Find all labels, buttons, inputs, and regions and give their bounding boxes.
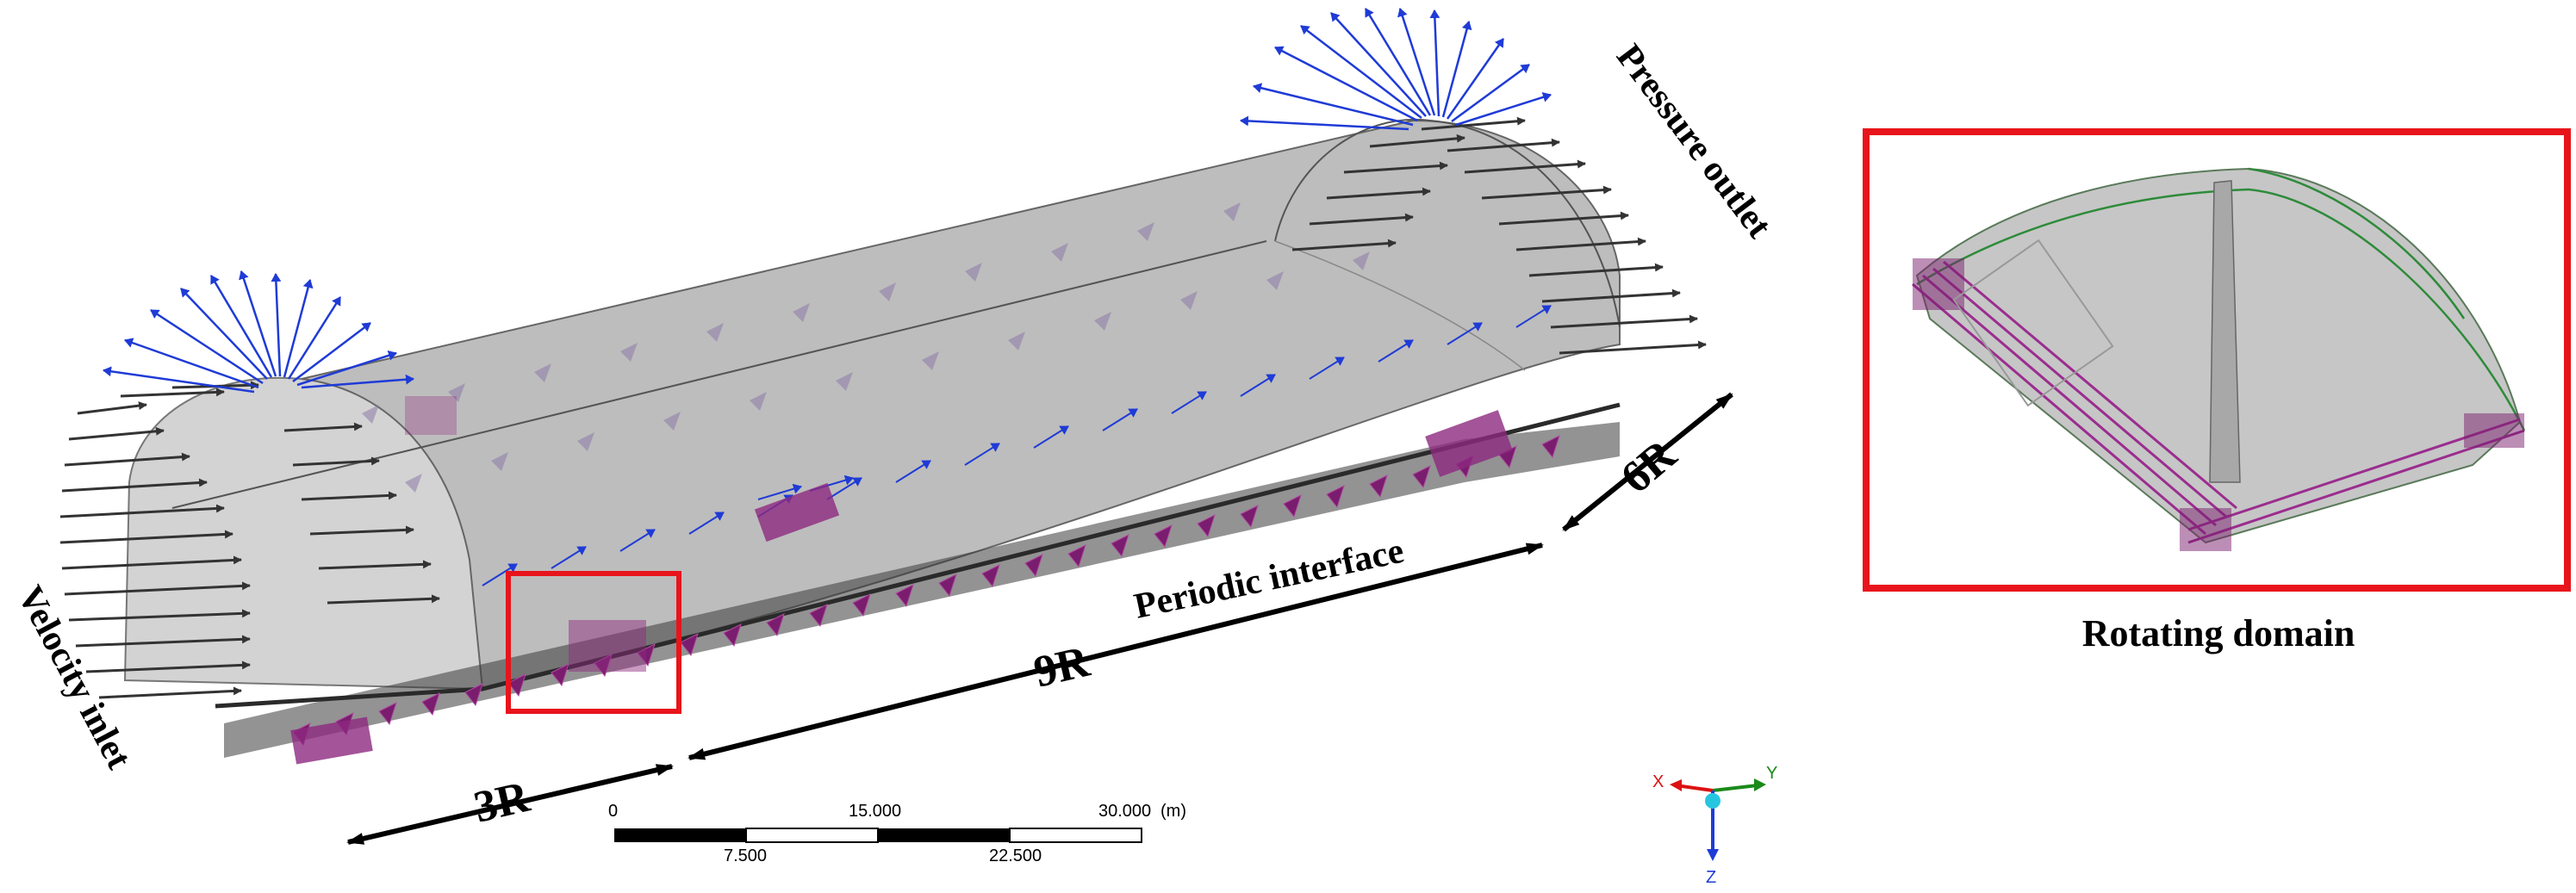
inlet-velocity-arrows	[59, 381, 440, 699]
computational-domain	[123, 118, 1621, 758]
scale-tick-22-5: 22.500	[989, 846, 1042, 865]
seam-periodic-arrows	[482, 305, 1552, 586]
velocity-inlet-label: Velocity inlet	[9, 580, 139, 775]
dimension-3r: 3R	[346, 764, 674, 845]
outlet-face	[1274, 118, 1621, 328]
scale-unit: (m)	[1160, 802, 1186, 821]
scale-tick-0: 0	[608, 802, 618, 821]
triad-y-label: Y	[1766, 764, 1777, 783]
rotating-domain-inset: Rotating domain	[1863, 128, 2571, 654]
domain-body	[301, 119, 1621, 691]
rotating-domain-highlight	[506, 571, 681, 714]
dim-3r-label: 3R	[470, 772, 535, 833]
seam-line	[171, 240, 1267, 509]
scale-bar: 0 15.000 30.000 (m) 7.500 22.500	[608, 802, 1186, 865]
rotating-domain-label: Rotating domain	[2082, 612, 2355, 654]
dimension-9r: 9R	[688, 543, 1544, 760]
axis-triad: X Y Z	[1652, 764, 1777, 887]
triad-x-label: X	[1652, 772, 1664, 791]
outlet-periodic-arrows	[1240, 8, 1552, 131]
rotor-region-marks	[290, 396, 1513, 765]
dimension-6r: 6R	[1562, 392, 1733, 532]
dim-9r-label: 9R	[1030, 637, 1095, 698]
triad-z-label: Z	[1706, 868, 1716, 887]
outlet-pressure-arrows	[1291, 116, 1707, 355]
surface-arrows	[362, 202, 1370, 493]
scale-tick-7-5: 7.500	[724, 846, 767, 865]
scale-tick-30: 30.000	[1098, 802, 1151, 821]
pressure-outlet-label: Pressure outlet	[1608, 37, 1779, 245]
inset-blade	[2209, 180, 2241, 483]
scale-tick-15: 15.000	[849, 802, 901, 821]
inlet-periodic-arrows	[103, 270, 414, 394]
